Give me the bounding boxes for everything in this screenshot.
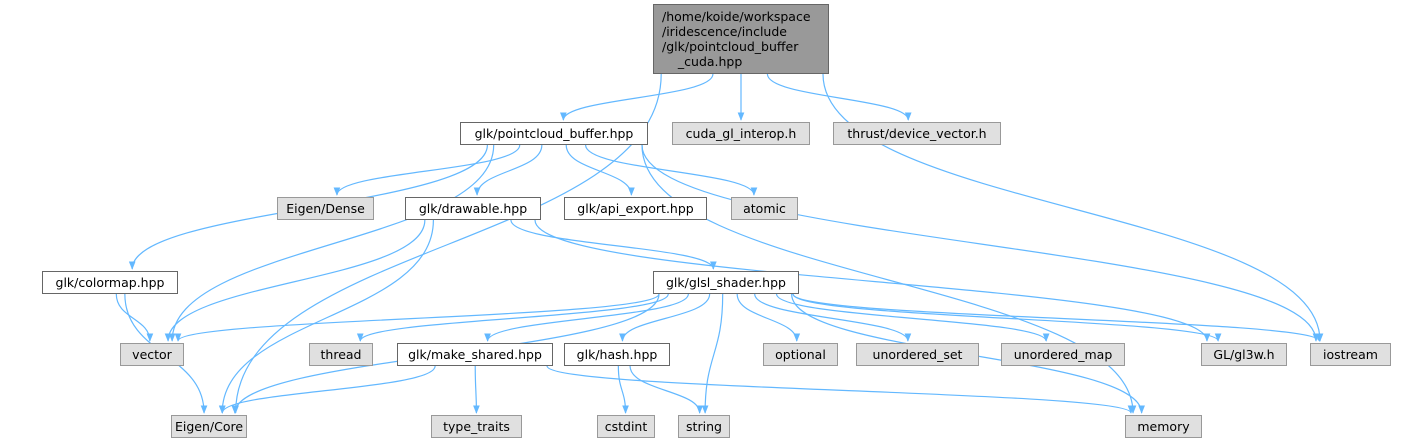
node-label: Eigen/Core — [174, 419, 244, 434]
node-root[interactable]: /home/koide/workspace /iridescence/inclu… — [653, 4, 829, 74]
node-api-export[interactable]: glk/api_export.hpp — [564, 197, 707, 220]
node-gl3w[interactable]: GL/gl3w.h — [1201, 343, 1287, 366]
node-label: /home/koide/workspace /iridescence/inclu… — [662, 9, 811, 69]
edge-pcb-to-iostream — [641, 144, 1320, 342]
node-optional[interactable]: optional — [763, 343, 838, 366]
node-unordered-map[interactable]: unordered_map — [1001, 343, 1125, 366]
edge-drawable-to-glsl — [510, 219, 717, 270]
node-hash[interactable]: glk/hash.hpp — [564, 343, 670, 366]
node-label: glk/hash.hpp — [576, 347, 658, 362]
edge-root-to-iostream — [822, 73, 1324, 342]
node-label: glk/pointcloud_buffer.hpp — [474, 126, 634, 141]
edge-root-to-pcb — [560, 73, 714, 121]
node-pcb[interactable]: glk/pointcloud_buffer.hpp — [460, 122, 648, 145]
node-label: atomic — [743, 201, 786, 216]
node-label: iostream — [1323, 347, 1378, 362]
node-type-traits[interactable]: type_traits — [431, 415, 522, 438]
edge-make_shared-to-memory — [546, 365, 1135, 414]
node-eigen-core[interactable]: Eigen/Core — [171, 415, 247, 438]
node-label: Eigen/Dense — [286, 201, 365, 216]
node-thrust[interactable]: thrust/device_vector.h — [833, 122, 1001, 145]
node-label: unordered_map — [1013, 347, 1113, 362]
edge-pcb-to-atomic — [584, 144, 758, 196]
node-label: string — [686, 419, 722, 434]
edge-glsl-to-make_shared — [484, 293, 689, 342]
edge-glsl-to-string — [701, 293, 724, 414]
edge-glsl-to-hash — [619, 293, 711, 342]
node-string[interactable]: string — [678, 415, 730, 438]
node-label: glk/api_export.hpp — [577, 201, 694, 216]
edge-pcb-to-vector — [168, 144, 495, 342]
edge-colormap-to-vector — [115, 293, 154, 342]
node-label: cstdint — [604, 419, 648, 434]
edge-pcb-to-eigen_dense — [333, 144, 521, 196]
edge-make_shared-to-type_traits — [473, 365, 480, 414]
edge-glsl-to-optional — [736, 293, 801, 342]
edge-root-to-thrust — [766, 73, 912, 121]
node-memory[interactable]: memory — [1125, 415, 1202, 438]
node-label: optional — [775, 347, 826, 362]
node-cstdint[interactable]: cstdint — [597, 415, 655, 438]
node-label: cuda_gl_interop.h — [685, 126, 797, 141]
node-cuda-gl[interactable]: cuda_gl_interop.h — [672, 122, 810, 145]
edge-drawable-to-eigen_core — [218, 219, 434, 414]
node-drawable[interactable]: glk/drawable.hpp — [405, 197, 541, 220]
edge-make_shared-to-eigen_core — [219, 365, 436, 414]
edge-glsl-to-gl3w — [792, 293, 1222, 342]
node-thread[interactable]: thread — [309, 343, 373, 366]
edge-drawable-to-vector — [164, 219, 426, 342]
node-atomic[interactable]: atomic — [731, 197, 798, 220]
node-label: glk/glsl_shader.hpp — [666, 275, 786, 290]
node-colormap[interactable]: glk/colormap.hpp — [42, 271, 178, 294]
node-label: memory — [1137, 419, 1190, 434]
node-unordered-set[interactable]: unordered_set — [856, 343, 979, 366]
edge-glsl-to-vector — [174, 293, 660, 342]
node-label: thrust/device_vector.h — [847, 126, 987, 141]
node-eigen-dense[interactable]: Eigen/Dense — [277, 197, 374, 220]
node-iostream[interactable]: iostream — [1310, 343, 1391, 366]
node-label: glk/make_shared.hpp — [408, 347, 542, 362]
edge-pcb-to-api_export — [565, 144, 635, 196]
node-make-shared[interactable]: glk/make_shared.hpp — [397, 343, 553, 366]
node-label: glk/colormap.hpp — [55, 275, 165, 290]
node-label: type_traits — [443, 419, 510, 434]
node-label: unordered_set — [872, 347, 963, 362]
edge-drawable-to-gl3w — [534, 219, 1211, 342]
node-label: vector — [132, 347, 172, 362]
edge-glsl-to-unordered_set — [754, 293, 912, 342]
node-vector[interactable]: vector — [120, 343, 184, 366]
edge-glsl-to-iostream — [792, 293, 1323, 342]
edge-hash-to-cstdint — [617, 365, 629, 414]
edge-glsl-to-unordered_map — [775, 293, 1050, 342]
node-label: glk/drawable.hpp — [418, 201, 528, 216]
node-label: GL/gl3w.h — [1213, 347, 1275, 362]
node-label: thread — [320, 347, 362, 362]
edge-hash-to-string — [629, 365, 703, 414]
edge-pcb-to-drawable — [473, 144, 543, 196]
node-glsl[interactable]: glk/glsl_shader.hpp — [653, 271, 799, 294]
edge-glsl-to-thread — [356, 293, 669, 342]
